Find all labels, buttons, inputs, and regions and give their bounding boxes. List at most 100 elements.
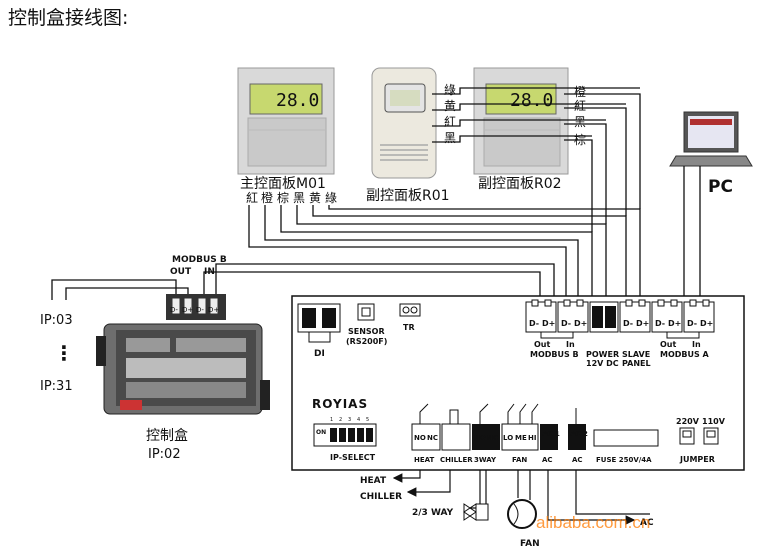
r02-label: 副控面板R02 xyxy=(478,176,562,192)
r02-display: 28.0 xyxy=(510,90,553,111)
ac-label-1: AC xyxy=(542,456,553,464)
slave-dp: D+ xyxy=(636,319,649,328)
modbus-top-title: MODBUS B xyxy=(172,255,227,265)
di-terminal: DI xyxy=(297,303,341,359)
ip-31-label: IP:31 xyxy=(40,379,73,394)
sensor-label: SENSOR xyxy=(348,327,385,336)
out-chiller-label: CHILLER xyxy=(360,492,402,502)
di-label: DI xyxy=(314,349,325,359)
threeway-nc: NC xyxy=(487,434,498,442)
mba-in-dm: D- xyxy=(687,319,697,328)
m01-wire-2: 橙 xyxy=(261,190,273,205)
relay-block: NO NC NO NC LO ME HI AC 1 AC 2 HEAT CHIL… xyxy=(411,403,588,464)
chiller-label: CHILLER xyxy=(440,456,473,464)
fan-label: FAN xyxy=(512,456,527,464)
device-term-out-dm: D- xyxy=(170,306,178,314)
m01-wire-4: 黑 xyxy=(293,191,305,205)
r01-label: 副控面板R01 xyxy=(366,188,450,204)
diagram-title: 控制盒接线图: xyxy=(8,7,128,29)
device-term-in-dp: D+ xyxy=(208,306,219,314)
slave-label: SLAVE xyxy=(622,350,650,359)
fuse-label: FUSE 250V/4A xyxy=(596,456,652,464)
mba-out-dm: D- xyxy=(655,319,665,328)
m01-wire-5: 黄 xyxy=(309,191,321,205)
sensor-terminal: SENSOR (RS200F) xyxy=(346,303,387,346)
m01-display: 28.0 xyxy=(276,90,319,111)
power-spec: 12V DC xyxy=(586,359,619,368)
r02-wire-1: 橙 xyxy=(574,84,586,99)
slave-dm: D- xyxy=(623,319,633,328)
fuse-box xyxy=(593,429,659,447)
ip-03-label: IP:03 xyxy=(40,313,73,328)
mba-out-label: Out xyxy=(660,340,676,349)
pc-label: PC xyxy=(708,177,733,197)
control-box-device: D- D+ D- D+ 控制盒 IP:02 xyxy=(96,294,270,462)
r01-wire-1: 綠 xyxy=(444,83,456,97)
out-fan-label: FAN xyxy=(520,539,540,549)
device-term-out-dp: D+ xyxy=(182,306,193,314)
valve-icon xyxy=(463,503,489,521)
threeway-no: NO xyxy=(474,434,486,442)
mba-in-label: In xyxy=(692,340,701,349)
power-plus: + xyxy=(607,311,616,324)
jumper-label: JUMPER xyxy=(679,455,715,464)
r01-wire-3: 紅 xyxy=(444,115,456,129)
threeway-label: 3WAY xyxy=(474,456,497,464)
ip-dots: ⋮ xyxy=(54,341,74,365)
ac-label-2: AC xyxy=(572,456,583,464)
panel-wires xyxy=(51,87,701,300)
r02-wire-3: 黑 xyxy=(574,115,586,129)
dip-top-1: 1 xyxy=(330,417,333,423)
r01-wire-4: 黑 xyxy=(444,131,456,145)
watermark: alibaba.com.cn xyxy=(536,513,650,532)
power-minus: - xyxy=(595,311,600,324)
tr-terminal: TR xyxy=(399,303,421,332)
heat-nc: NC xyxy=(427,434,438,442)
brand-label: ROYIAS xyxy=(312,397,368,411)
heat-no: NO xyxy=(414,434,426,442)
control-box-ip: IP:02 xyxy=(148,447,181,462)
dip-top-2: 2 xyxy=(339,417,342,423)
modbus-top-out: OUT xyxy=(170,267,192,277)
mbb-in-dm: D- xyxy=(561,319,571,328)
power-label: POWER xyxy=(586,350,619,359)
mbb-out-label: Out xyxy=(534,340,550,349)
heat-label: HEAT xyxy=(414,456,435,464)
fan-me: ME xyxy=(515,434,527,442)
jumper: 220V 110V JUMPER xyxy=(676,417,726,464)
m01-label: 主控面板M01 xyxy=(240,176,326,192)
mbb-out-dp: D+ xyxy=(542,319,555,328)
mba-in-dp: D+ xyxy=(700,319,713,328)
out-ac-label: AC xyxy=(640,518,654,528)
ac2-label: AC 2 xyxy=(570,430,588,438)
mbb-in-label: In xyxy=(566,340,575,349)
m01-wire-6: 綠 xyxy=(325,191,337,205)
tr-label: TR xyxy=(403,323,415,332)
pc-laptop: PC xyxy=(669,111,753,197)
mba-label: MODBUS A xyxy=(660,350,710,359)
mbb-out-dm: D- xyxy=(529,319,539,328)
ac1-label: AC 1 xyxy=(542,430,560,438)
sensor-model: (RS200F) xyxy=(346,337,387,346)
r01-wire-2: 黄 xyxy=(444,99,456,113)
out-heat-label: HEAT xyxy=(360,476,387,486)
fan-lo: LO xyxy=(503,434,513,442)
ip-select-switch: 1 2 3 4 5 ON IP-SELECT xyxy=(313,417,377,462)
panel-m01: 28.0 主控面板M01 紅 橙 棕 黑 黄 綠 xyxy=(237,67,337,205)
mbb-label: MODBUS B xyxy=(530,350,579,359)
slave-label-2: PANEL xyxy=(622,359,651,368)
m01-wire-3: 棕 xyxy=(277,190,289,205)
dip-on-label: ON xyxy=(316,429,326,436)
out-way-label: 2/3 WAY xyxy=(412,508,454,518)
fan-hi: HI xyxy=(528,434,536,442)
dip-top-5: 5 xyxy=(366,417,369,423)
panel-r02: 28.0 副控面板R02 橙 紅 黑 棕 xyxy=(473,67,586,192)
panel-r01: 副控面板R01 綠 黄 紅 黑 xyxy=(366,67,456,204)
mba-out-dp: D+ xyxy=(668,319,681,328)
device-term-in-dm: D- xyxy=(196,306,204,314)
mbb-in-dp: D+ xyxy=(574,319,587,328)
jumper-110v: 110V xyxy=(702,417,726,426)
jumper-220v: 220V xyxy=(676,417,700,426)
dip-top-3: 3 xyxy=(348,417,351,423)
